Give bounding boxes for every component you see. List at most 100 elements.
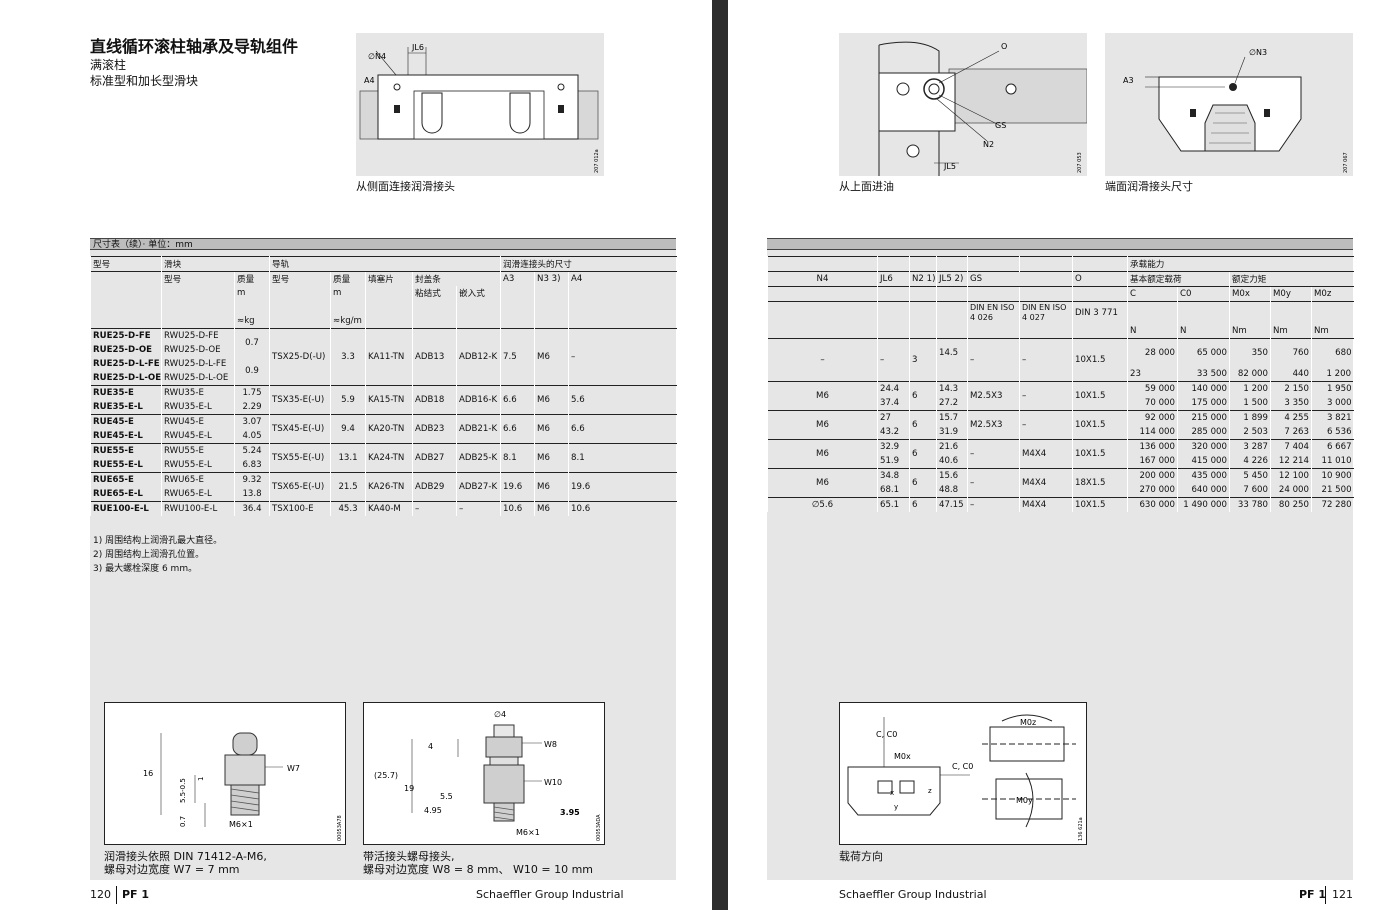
cell-gs-4026: M2.5X3 bbox=[967, 410, 1020, 440]
unit-m0z: Nm bbox=[1310, 324, 1354, 339]
cell-a3: 8.1 bbox=[500, 443, 535, 473]
cell-gs-4027: M4X4 bbox=[1019, 497, 1073, 512]
header-rail-mass: 质量 bbox=[330, 271, 366, 286]
cell-gs-4026: – bbox=[967, 468, 1020, 498]
cell-o: 10X1.5 bbox=[1072, 497, 1128, 512]
header-gs: GS bbox=[967, 271, 1073, 287]
cell-m0x: 1 500 bbox=[1229, 396, 1271, 411]
header-n4: N4 bbox=[767, 271, 878, 287]
cell-mass: 5.24 bbox=[233, 443, 270, 458]
cell-m0z: 680 bbox=[1310, 338, 1354, 367]
cell-c0: 640 000 bbox=[1177, 483, 1230, 498]
cell-carriage: RWU35-E-L bbox=[161, 400, 235, 415]
figure-code: 00053ADA bbox=[596, 814, 602, 841]
cell-gs-4027: M4X4 bbox=[1019, 468, 1073, 498]
label-w8: W8 bbox=[544, 740, 557, 749]
label-gs: GS bbox=[995, 121, 1006, 130]
label-z: z bbox=[928, 787, 932, 795]
cell-n3: M6 bbox=[534, 328, 569, 386]
cell-n2: 6 bbox=[909, 381, 937, 411]
cell-jl6: 51.9 bbox=[877, 454, 910, 469]
cell-designation: RUE25-D-FE bbox=[90, 328, 162, 343]
header-cover: 封盖条 bbox=[412, 271, 501, 286]
grease-nipple-drawing: W7 16 5.5-0.5 1 0.7 M6×1 00053A78 bbox=[143, 732, 343, 841]
cell-n2: 6 bbox=[909, 497, 937, 512]
cell-c0: 285 000 bbox=[1177, 425, 1230, 440]
dimension-table-left: 型号 滑块 导轨 润滑连接头的尺寸 型号 质量 型号 质量 填塞片 封盖条 A3… bbox=[90, 256, 677, 516]
cell-jl6: 43.2 bbox=[877, 425, 910, 440]
header-n2: N2 1) bbox=[909, 271, 937, 287]
header-load: 承载能力 bbox=[1126, 256, 1354, 272]
section-label: PF 1 bbox=[122, 888, 150, 901]
label-n4: ∅N4 bbox=[368, 52, 386, 61]
cell-m0z: 1 950 bbox=[1310, 381, 1354, 396]
cell-cover-adhesive: ADB18 bbox=[412, 385, 457, 415]
cell-m0z: 72 280 bbox=[1310, 497, 1354, 512]
cell-c: 33 500 bbox=[1177, 367, 1230, 382]
header-a4: A4 bbox=[568, 271, 677, 286]
figure-code: 136 621a bbox=[1078, 817, 1084, 841]
cell-gs-4026: – bbox=[967, 497, 1020, 512]
cell-n4: M6 bbox=[767, 468, 878, 498]
cell-designation: RUE55-E bbox=[90, 443, 162, 458]
cell-a3: 6.6 bbox=[500, 385, 535, 415]
cell-jl5: 14.3 bbox=[936, 381, 968, 396]
cell-a4: 10.6 bbox=[568, 501, 677, 516]
subtitle-carriage-type: 标准型和加长型滑块 bbox=[90, 74, 199, 88]
side-lubrication-caption: 从侧面连接润滑接头 bbox=[356, 180, 455, 193]
cell-carriage: RWU25-D-L-FE bbox=[161, 357, 235, 371]
header-rail-type: 型号 bbox=[269, 271, 331, 286]
cell-a4: 6.6 bbox=[568, 414, 677, 444]
cell-designation: RUE100-E-L bbox=[90, 501, 162, 516]
cell-m0y: 7 404 bbox=[1270, 439, 1312, 454]
header-m0y: M0y bbox=[1270, 286, 1312, 302]
cell-rail-mass: 21.5 bbox=[330, 472, 366, 502]
cell-designation: RUE65-E-L bbox=[90, 487, 162, 502]
cell-jl6: 27 bbox=[877, 410, 910, 425]
cell-c0: 1 490 000 bbox=[1177, 497, 1230, 512]
cell-m0y: 3 350 bbox=[1270, 396, 1312, 411]
dimension-table-right: 承载能力 N4 JL6 N2 1) JL5 2) GS O 基本额定载荷 额定力… bbox=[767, 256, 1354, 512]
unit-c: N bbox=[1127, 324, 1178, 339]
label-jl6: JL6 bbox=[411, 43, 424, 52]
left-page: 直线循环滚柱轴承及导轨组件 满滚柱 标准型和加长型滑块 ∅N4 JL6 A4 2… bbox=[90, 33, 677, 904]
cell-jl6: – bbox=[877, 338, 910, 382]
cell-c0: 82 000 bbox=[1229, 367, 1271, 382]
label-c-c0-side: C, C0 bbox=[952, 762, 973, 771]
cell-carriage: RWU65-E-L bbox=[161, 487, 235, 502]
figure-code: 207 012a bbox=[594, 149, 600, 173]
cell-m0y: 4 255 bbox=[1270, 410, 1312, 425]
cell-jl5: 14.5 bbox=[936, 338, 968, 367]
grease-nipple-caption-2: 螺母对边宽度 W7 = 7 mm bbox=[104, 863, 240, 876]
cell-cover-adhesive: ADB27 bbox=[412, 443, 457, 473]
cell-c: 167 000 bbox=[1127, 454, 1178, 469]
cell-jl6: 34.8 bbox=[877, 468, 910, 483]
cell-m0y: 12 214 bbox=[1270, 454, 1312, 469]
cell-m0x: 2 503 bbox=[1229, 425, 1271, 440]
union-nut-nipple-figure: ∅4 W8 4 (25.7) W10 19 5.5 4.95 3.95 M6×1… bbox=[363, 702, 605, 845]
label-1: 1 bbox=[197, 777, 205, 781]
end-lubrication-drawing: ∅N3 A3 207 067 bbox=[1123, 48, 1349, 173]
cell-a3: 7.5 bbox=[500, 328, 535, 386]
cell-o: 18X1.5 bbox=[1072, 468, 1128, 498]
cell-c: 630 000 bbox=[1127, 497, 1178, 512]
label-25-7: (25.7) bbox=[374, 771, 398, 780]
cell-plug: KA40-M bbox=[365, 501, 413, 516]
page-title: 直线循环滚柱轴承及导轨组件 bbox=[90, 37, 299, 56]
cell-c: 136 000 bbox=[1127, 439, 1178, 454]
cell-jl5: 27.2 bbox=[936, 396, 968, 411]
header-din-4026: DIN EN ISO 4 026 bbox=[967, 301, 1020, 324]
cell-jl5: 48.8 bbox=[936, 483, 968, 498]
cell-gs-4026: – bbox=[967, 439, 1020, 469]
header-carriage: 滑块 bbox=[160, 256, 270, 272]
